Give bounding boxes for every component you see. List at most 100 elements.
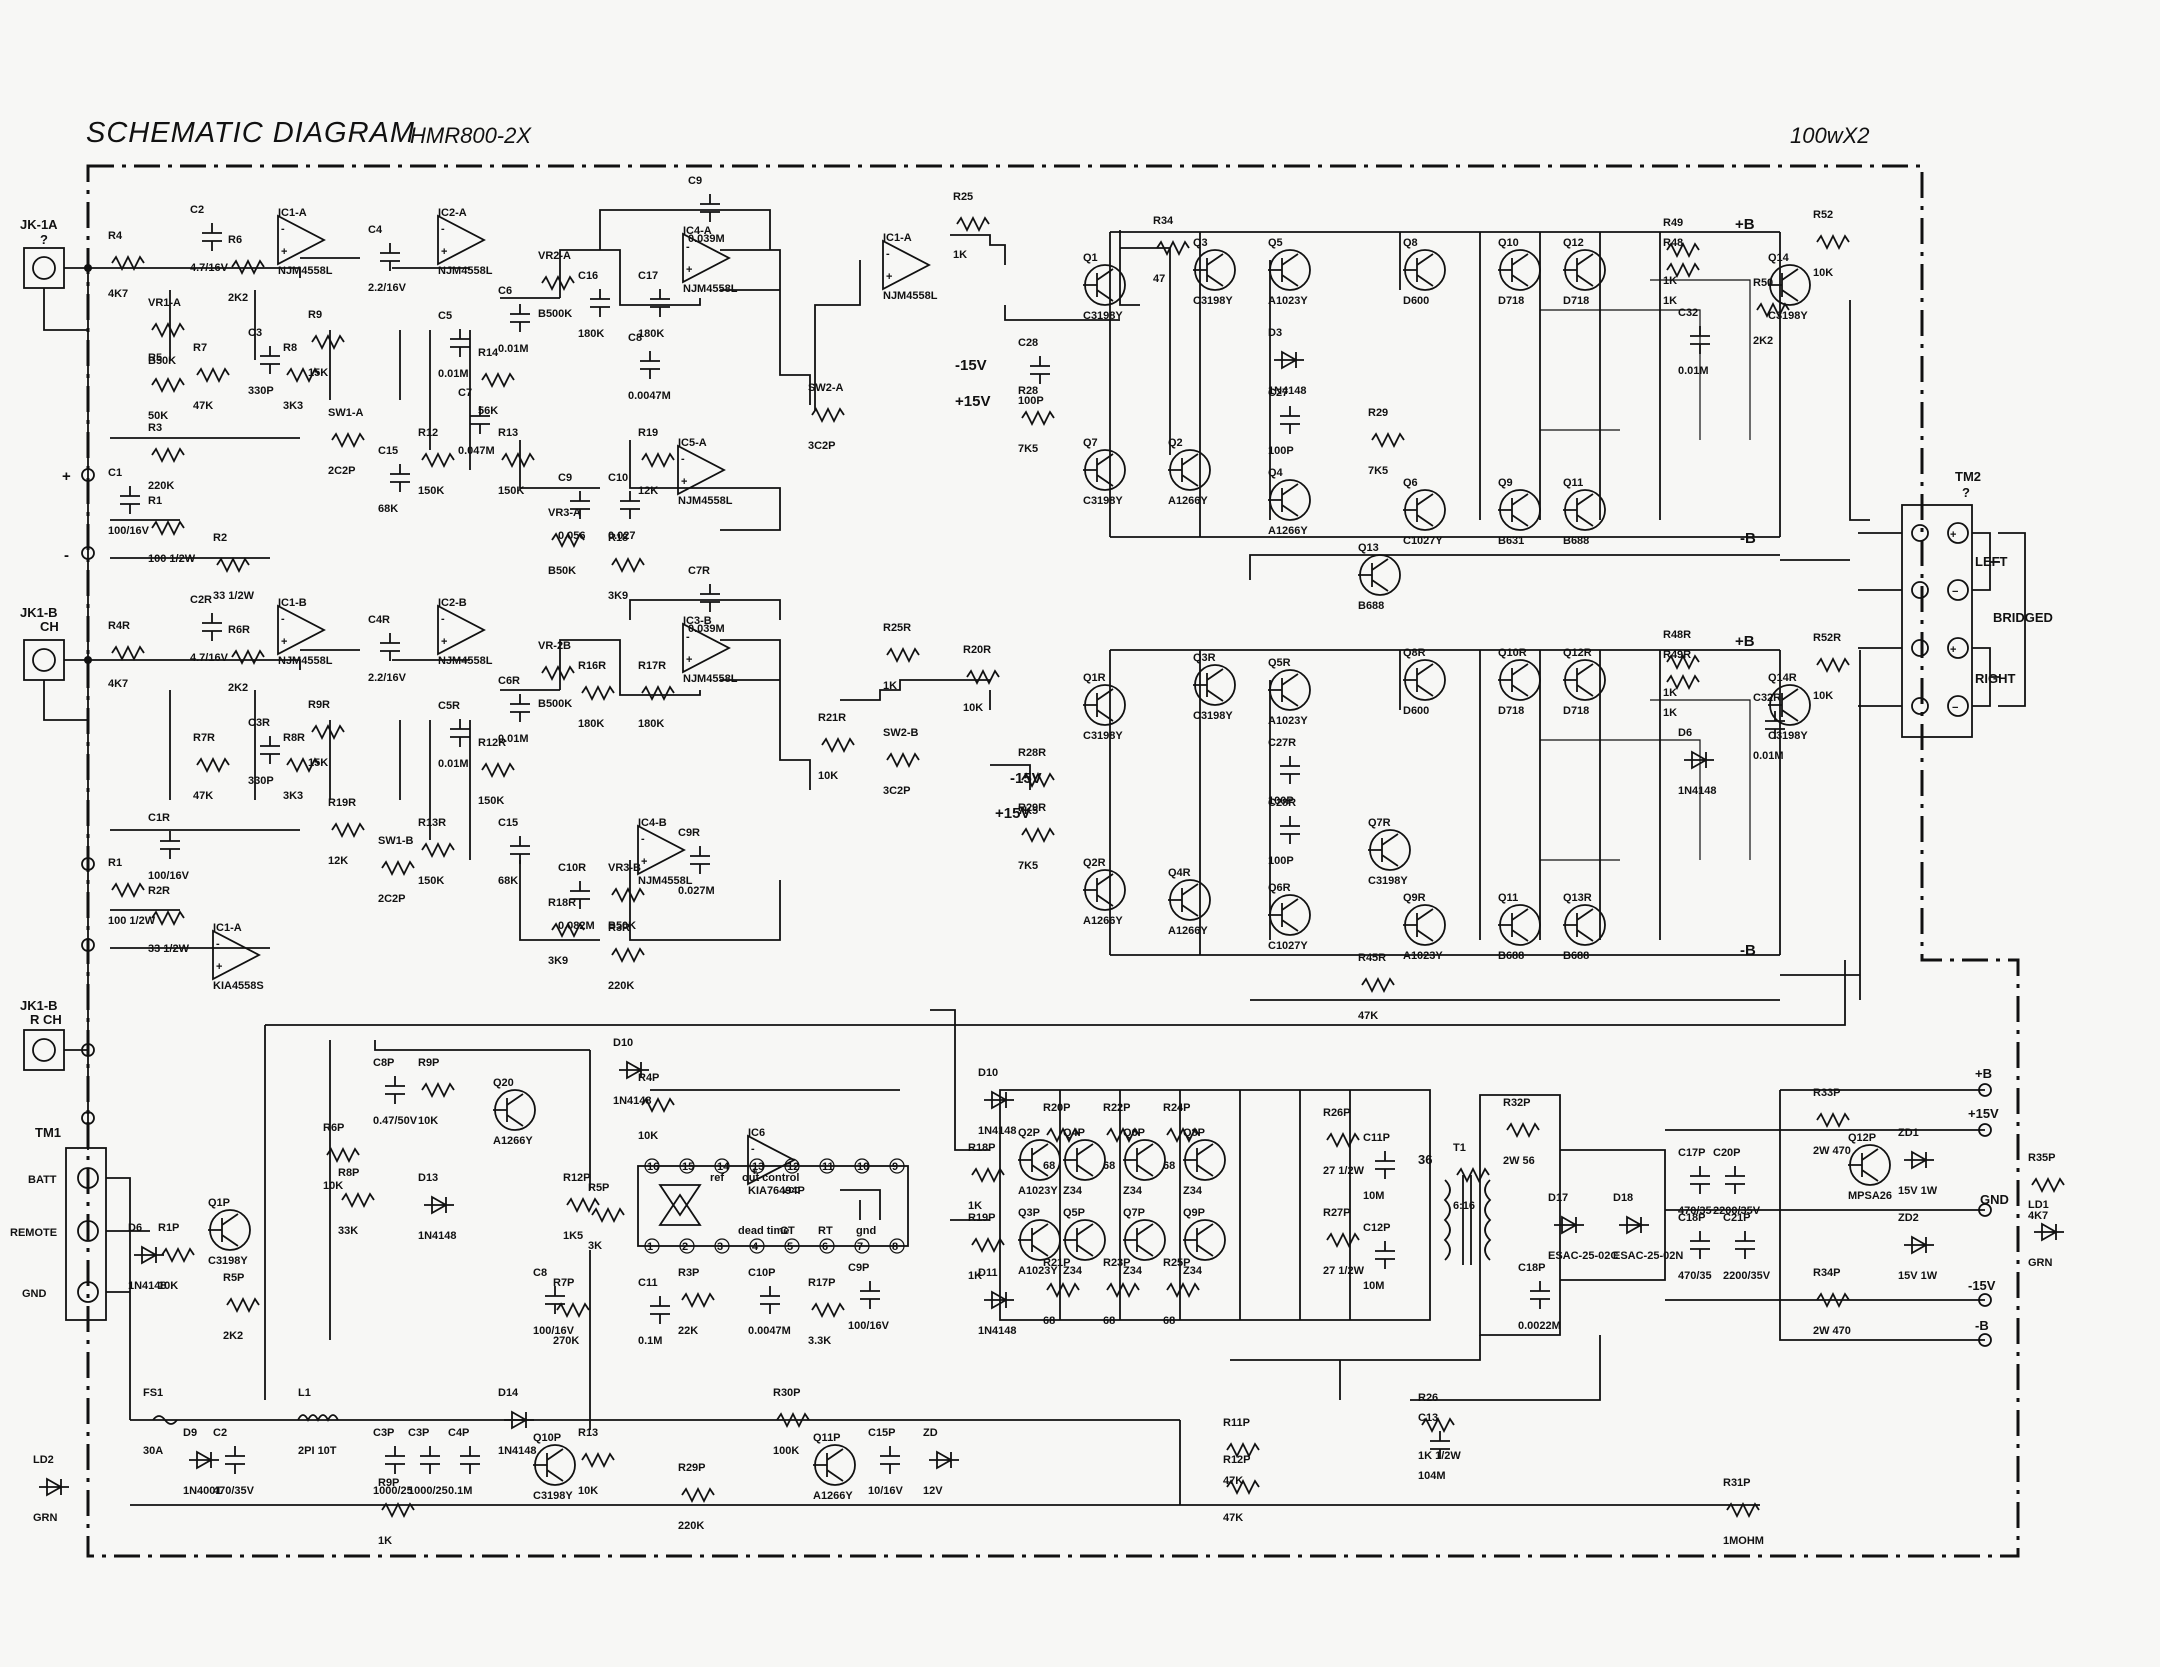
rail-pos15-a: +15V	[955, 393, 990, 410]
psu-input-c15p-13-ref: C15P	[868, 1427, 896, 1439]
poweramp-a-r52-9-symbol	[1816, 233, 1850, 251]
preamp-a-r5-18-ref: R5	[148, 352, 162, 364]
psu-control-c10p-17-ref: C10P	[748, 1267, 776, 1279]
preamp-b-r16r-9-symbol	[581, 684, 615, 702]
preamp-b-sw2-b-35-symbol	[886, 751, 920, 769]
inverter-q5p-7-value: Z34	[1063, 1265, 1083, 1277]
preamp-b-ic3-b-8-value: NJM4558L	[683, 673, 738, 685]
preamp-b-ic2-b-5-value: NJM4558L	[438, 655, 493, 667]
psu-output-ld1-10-value: GRN	[2028, 1257, 2053, 1269]
preamp-a-r12-21-value: 150K	[418, 485, 444, 497]
preamp-b-ic1-a-31-symbol: -+	[212, 929, 261, 981]
poweramp-b-r49r-7-symbol	[1666, 673, 1700, 691]
psu-input-r11p-16-ref: R11P	[1223, 1417, 1250, 1429]
preamp-a-r13-22-symbol	[501, 451, 535, 469]
ic6-pin-5: 5	[787, 1241, 793, 1253]
poweramp-b-q5r-2-symbol	[1268, 669, 1311, 711]
ic6-pin-15-circle	[679, 1158, 695, 1174]
poweramp-b-q14r-9-ref: Q14R	[1768, 672, 1797, 684]
preamp-a-c1-32-value: 100/16V	[108, 525, 150, 537]
svg-text:−: −	[1952, 586, 1958, 598]
psu-control-r1p-2-value: 10K	[158, 1280, 178, 1292]
preamp-b-c15-19-symbol	[510, 836, 530, 864]
preamp-b-c15-19-value: 68K	[498, 875, 518, 887]
preamp-b-c3r-14-ref: C3R	[248, 717, 270, 729]
ic6-pin-ref: ref	[710, 1172, 724, 1184]
tm1-batt: BATT	[28, 1174, 57, 1186]
rail-posb-a: +B	[1735, 216, 1755, 233]
poweramp-b-c28r-13-ref: C28R	[1268, 797, 1296, 809]
preamp-a-c17-10-value: 180K	[638, 328, 664, 340]
preamp-b-r16r-9-ref: R16R	[578, 660, 606, 672]
ic6-pin-7: 7	[857, 1241, 863, 1253]
poweramp-a-r34-1-value: 47	[1153, 273, 1165, 285]
poweramp-b-q12r-5-ref: Q12R	[1563, 647, 1592, 659]
poweramp-b-q13r-22-symbol	[1563, 904, 1606, 946]
preamp-b-r20r-33-value: 10K	[963, 702, 983, 714]
preamp-b-r8r-15-ref: R8R	[283, 732, 305, 744]
ic6-pin-deadtime: dead time	[738, 1225, 789, 1237]
poweramp-b-q8r-3-value: D600	[1403, 705, 1429, 717]
psu-control-d13-5-symbol	[424, 1195, 454, 1215]
inverter-r20p-12-ref: R20P	[1043, 1102, 1071, 1114]
inverter-d10-0-value: 1N4148	[978, 1125, 1017, 1137]
preamp-b-c1r-28-ref: C1R	[148, 812, 170, 824]
psu-control-r5p-3-value: 2K2	[223, 1330, 243, 1342]
inverter-q4p-6-value: Z34	[1063, 1185, 1083, 1197]
tm2-question: ?	[1962, 485, 1970, 500]
poweramp-b-c27r-12-ref: C27R	[1268, 737, 1296, 749]
poweramp-a-r49-7-ref: R49	[1663, 217, 1683, 229]
psu-input-r30p-10-ref: R30P	[773, 1387, 801, 1399]
inverter-t1-22-ref: T1	[1453, 1142, 1466, 1154]
psu-output-c18p-4-ref: C18P	[1678, 1212, 1706, 1224]
svg-text:-: -	[441, 223, 445, 235]
svg-text:+: +	[751, 1166, 757, 1178]
svg-text:+: +	[686, 654, 692, 666]
poweramp-b-c28r-13-symbol	[1280, 816, 1300, 844]
psu-control-q20-4-ref: Q20	[493, 1077, 514, 1089]
inverter-r32p-23-value: 2W 56	[1503, 1155, 1535, 1167]
psu-output-c17p-3-ref: C17P	[1678, 1147, 1706, 1159]
psu-control-d10-10-ref: D10	[613, 1037, 633, 1049]
preamp-b-sw2-b-35-ref: SW2-B	[883, 727, 919, 739]
psu-input-c3p-5-symbol	[420, 1446, 440, 1474]
preamp-b-r1-29-ref: R1	[108, 857, 122, 869]
psu-control-r17p-18-value: 3.3K	[808, 1335, 831, 1347]
inverter-r27p-19-symbol	[1326, 1231, 1360, 1249]
inverter-r27p-19-value: 27 1/2W	[1323, 1265, 1365, 1277]
preamp-a-r12-21-symbol	[421, 451, 455, 469]
poweramp-a-q8-4-value: D600	[1403, 295, 1429, 307]
preamp-a-r8-15-symbol	[286, 366, 320, 384]
psu-input-fs1-0-value: 30A	[143, 1445, 163, 1457]
preamp-a-r7-16-ref: R7	[193, 342, 207, 354]
psu-control-r12p-13-ref: R12P	[563, 1172, 591, 1184]
psu-input-ld2-19-symbol	[39, 1477, 69, 1497]
psu-input-r29p-12-ref: R29P	[678, 1462, 706, 1474]
poweramp-b-r52r-8-ref: R52R	[1813, 632, 1841, 644]
preamp-b-r17r-10-symbol	[641, 684, 675, 702]
jack-c-body	[23, 1029, 65, 1071]
psu-output-r35p-9-symbol	[2031, 1176, 2065, 1194]
svg-text:+: +	[281, 246, 287, 258]
preamp-a-c17-10-ref: C17	[638, 270, 658, 282]
poweramp-b-q1r-0-value: C3198Y	[1083, 730, 1123, 742]
poweramp-b-q3r-1-value: C3198Y	[1193, 710, 1233, 722]
psu-output-q12p-1-value: MPSA26	[1848, 1190, 1892, 1202]
poweramp-b-q13r-22-ref: Q13R	[1563, 892, 1592, 904]
poweramp-a-q4-20-ref: Q4	[1268, 467, 1284, 479]
poweramp-a-r49-7-value: 1K	[1663, 275, 1677, 287]
poweramp-a-c27-14-value: 100P	[1268, 445, 1294, 457]
psu-input-r12p-17-value: 47K	[1223, 1512, 1243, 1524]
poweramp-b-r45r-23-value: 47K	[1358, 1010, 1378, 1022]
poweramp-b-q12r-5-value: D718	[1563, 705, 1589, 717]
poweramp-a-d3-13-ref: D3	[1268, 327, 1282, 339]
ic6-pin-8-circle	[889, 1238, 905, 1254]
psu-input-ld2-19-ref: LD2	[33, 1454, 54, 1466]
inverter-r25p-17-value: 68	[1163, 1315, 1175, 1327]
preamp-b-c4r-4-ref: C4R	[368, 614, 390, 626]
inverter-d11-3-value: 1N4148	[978, 1325, 1017, 1337]
inverter-q3p-2-value: A1023Y	[1018, 1265, 1058, 1277]
preamp-a-vr1-a-17-ref: VR1-A	[148, 297, 181, 309]
psu-control-c8-15-symbol	[545, 1286, 565, 1314]
preamp-b-ic1-a-31-value: KIA4558S	[213, 980, 264, 992]
